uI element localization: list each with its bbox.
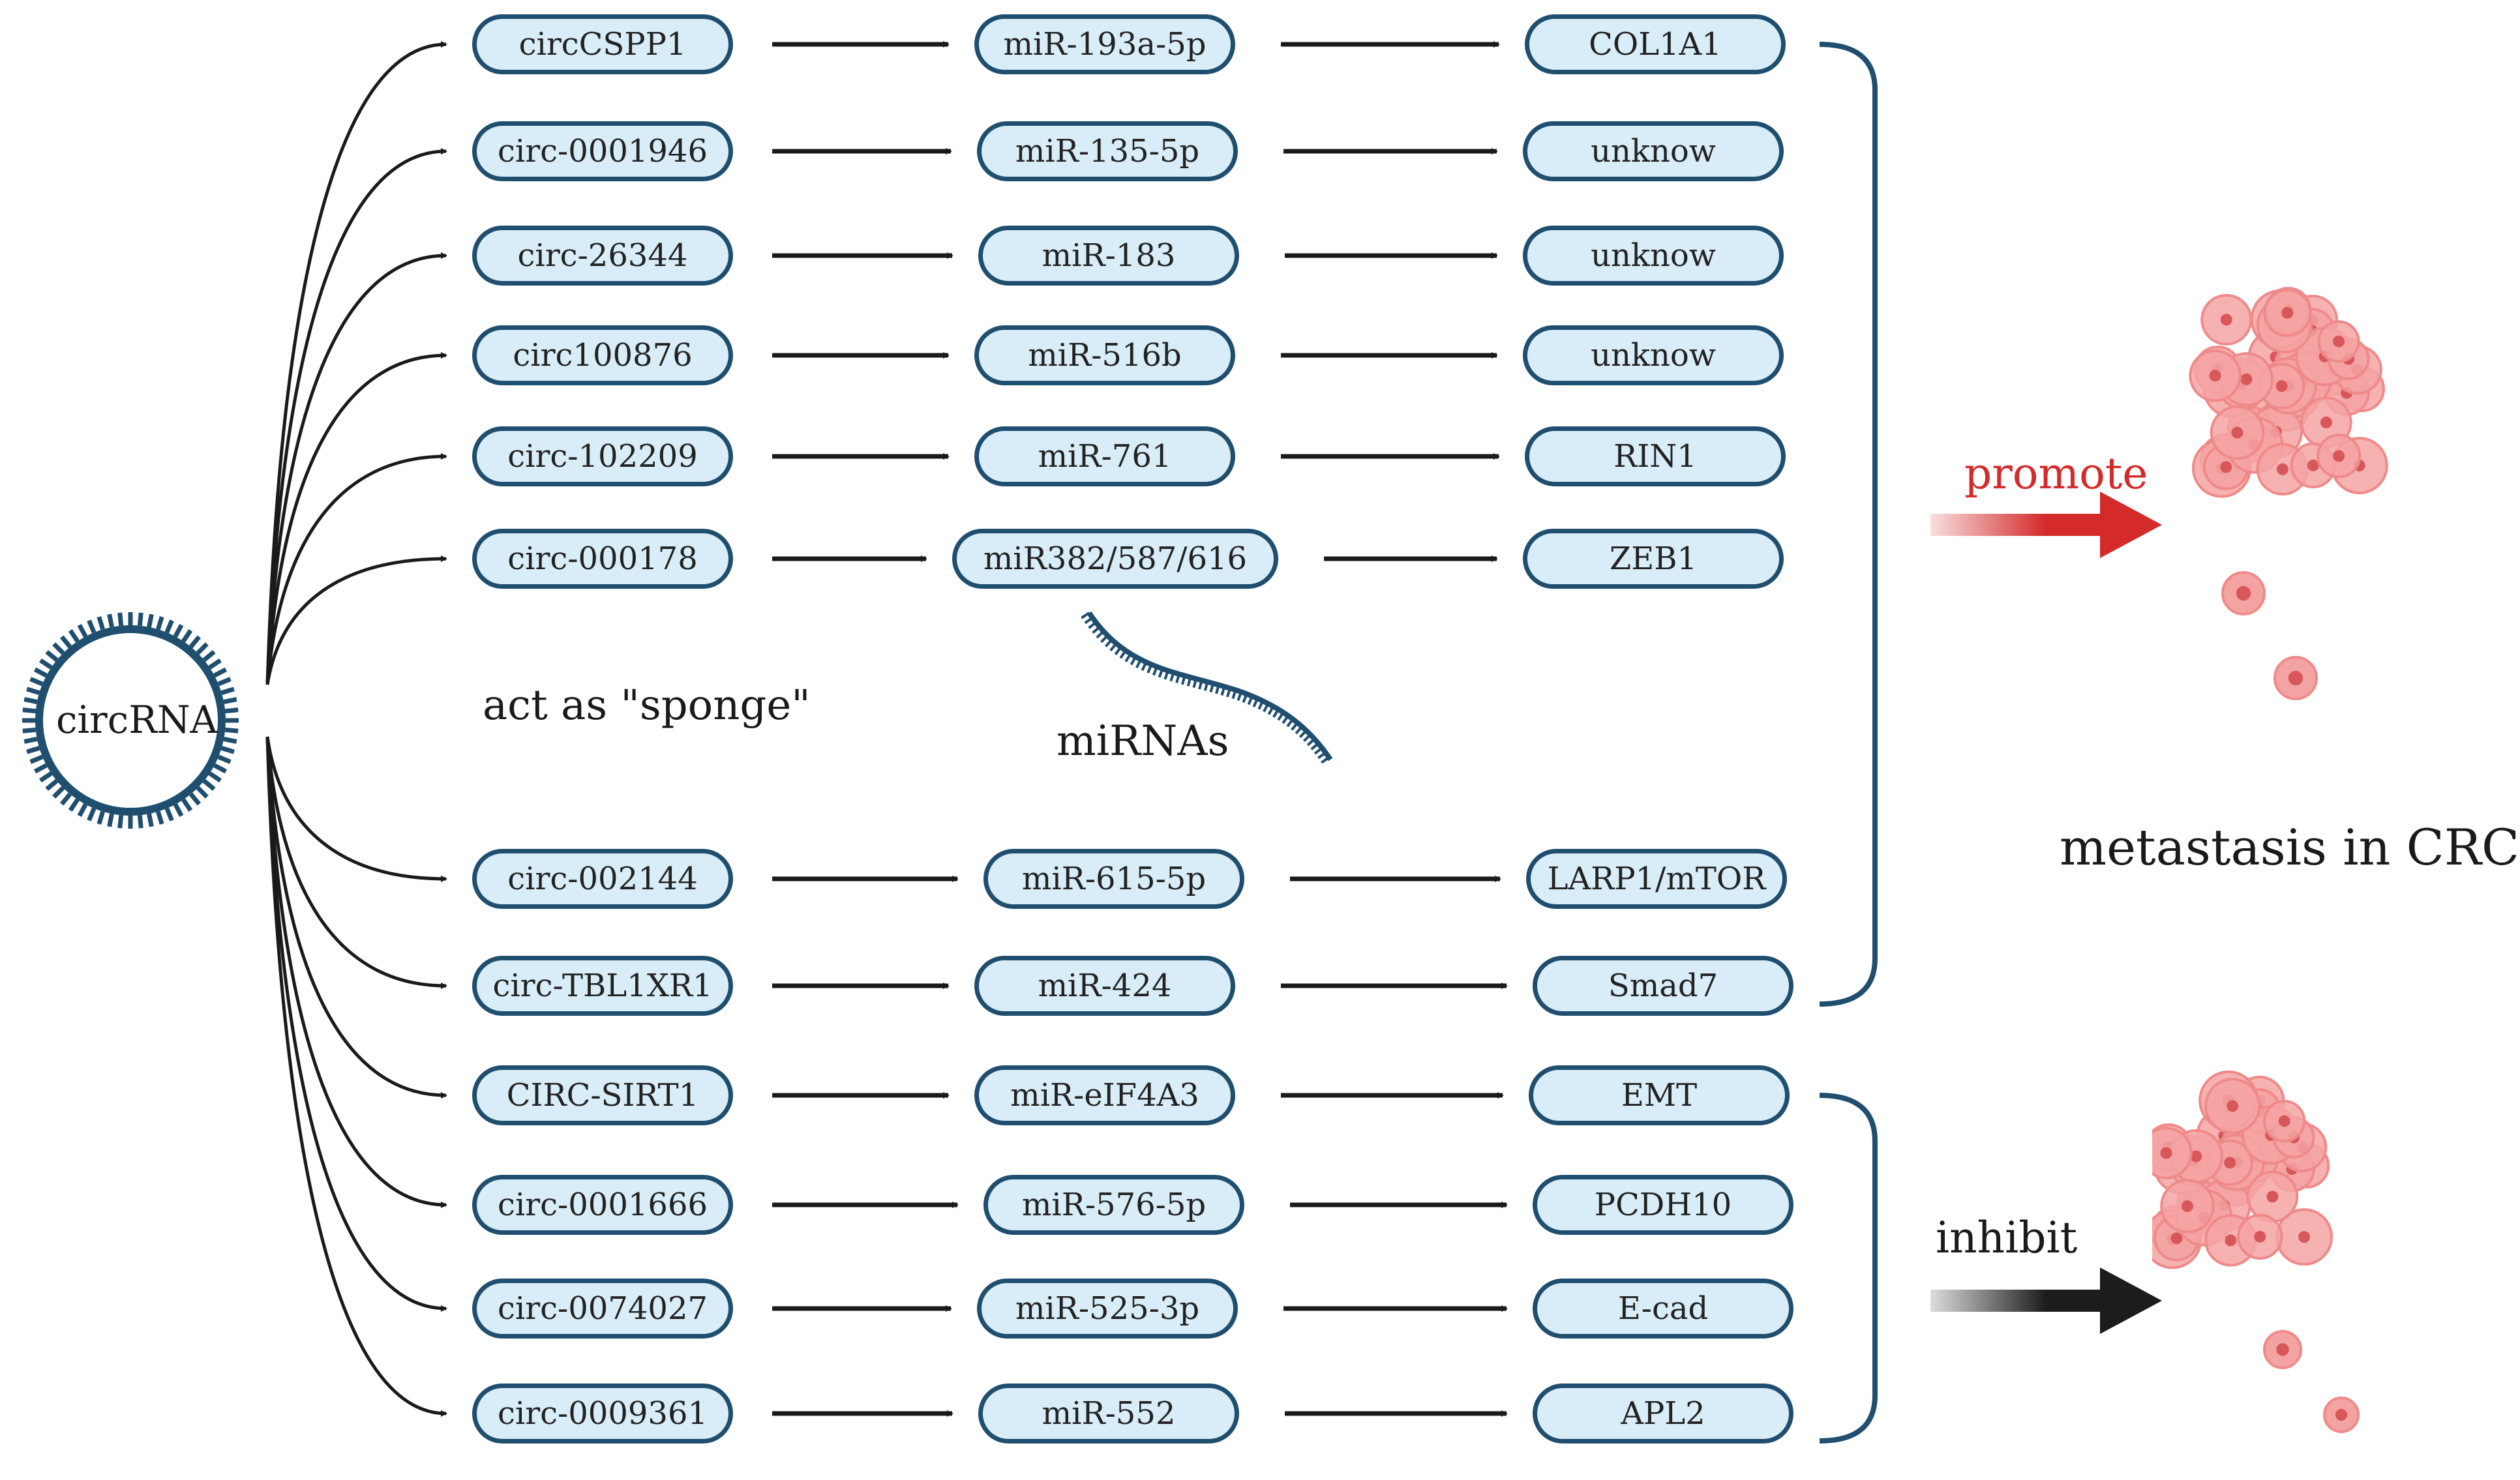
mirna-node: miR-576-5p: [983, 1175, 1244, 1235]
circrna-node: circ-002144: [472, 849, 733, 909]
target-node: E-cad: [1533, 1279, 1793, 1339]
mirna-node: miR-135-5p: [977, 121, 1238, 181]
circrna-node: circ-102209: [472, 426, 733, 486]
hub-label: circRNA: [56, 698, 218, 742]
hub-to-circ-arrow: [265, 453, 447, 685]
sponge-label: act as "sponge": [483, 681, 811, 730]
mirna-node: miR-424: [974, 956, 1235, 1016]
mirna-node: miR-552: [978, 1384, 1239, 1443]
hub-to-circ-arrow: [265, 555, 447, 685]
mirna-strand-icon: [1081, 611, 1333, 764]
hub-to-circ-arrow: [265, 352, 447, 685]
mirna-node: miR-761: [974, 426, 1235, 486]
circrna-ring-icon: [22, 612, 239, 829]
circrna-node: CIRC-SIRT1: [472, 1065, 733, 1125]
target-node: Smad7: [1533, 956, 1793, 1016]
target-node: unknow: [1523, 121, 1784, 181]
hub-to-circ-arrow: [265, 736, 447, 1099]
hub-to-circ-arrow: [265, 736, 447, 882]
target-node: APL2: [1533, 1384, 1793, 1443]
mirna-node: miR382/587/616: [952, 529, 1278, 589]
hub-to-circ-arrow: [265, 736, 447, 1208]
target-node: LARP1/mTOR: [1526, 849, 1787, 909]
tumor-cluster-inhibit-icon: [2152, 1070, 2360, 1433]
mirna-node: miR-193a-5p: [974, 14, 1235, 74]
circrna-node: circ-000178: [472, 529, 733, 589]
circrna-node: circ-0074027: [472, 1279, 733, 1339]
hub-to-circ-arrow: [265, 736, 447, 1312]
hub-to-circ-arrow: [265, 252, 447, 685]
target-node: unknow: [1523, 325, 1784, 385]
target-node: ZEB1: [1523, 529, 1784, 589]
promote-arrow: [1930, 492, 2162, 558]
outcome-label: metastasis in CRC: [2060, 818, 2520, 876]
tumor-cluster-promote-icon: [2189, 287, 2388, 700]
hub-to-circ-arrow: [265, 736, 447, 1417]
mirnas-label: miRNAs: [1057, 717, 1229, 765]
inhibit-label: inhibit: [1936, 1213, 2078, 1263]
inhibit-arrow: [1930, 1267, 2162, 1334]
circrna-node: circ-0001946: [472, 121, 733, 181]
circrna-node: circ-TBL1XR1: [472, 956, 733, 1016]
target-node: PCDH10: [1533, 1175, 1793, 1235]
mirna-node: miR-615-5p: [983, 849, 1244, 909]
promote-bracket: [1819, 42, 1878, 1007]
target-node: EMT: [1529, 1065, 1790, 1125]
mirna-node: miR-eIF4A3: [974, 1065, 1235, 1125]
circrna-node: circ-26344: [472, 226, 733, 286]
circrna-node: circ-0009361: [472, 1384, 733, 1443]
target-node: unknow: [1523, 226, 1784, 286]
target-node: COL1A1: [1525, 14, 1786, 74]
hub-to-circ-arrow: [265, 148, 447, 685]
inhibit-bracket: [1819, 1093, 1878, 1443]
circrna-node: circ100876: [472, 325, 733, 385]
promote-label: promote: [1964, 449, 2148, 499]
hub-to-circ-arrow: [265, 736, 447, 989]
mirna-node: miR-516b: [974, 325, 1235, 385]
mirna-node: miR-183: [978, 226, 1239, 286]
circrna-node: circCSPP1: [472, 14, 733, 74]
hub-to-circ-arrow: [265, 41, 447, 685]
mirna-node: miR-525-3p: [977, 1279, 1238, 1339]
target-node: RIN1: [1525, 426, 1786, 486]
circrna-node: circ-0001666: [472, 1175, 733, 1235]
